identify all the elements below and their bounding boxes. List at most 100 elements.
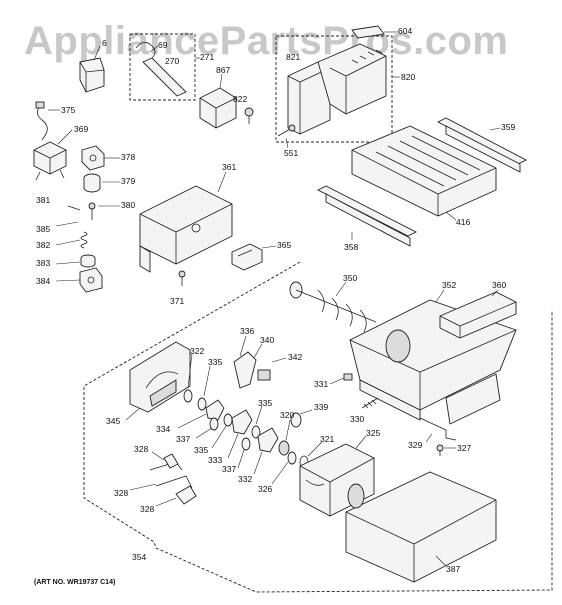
label-335b: 335 xyxy=(194,445,208,455)
label-384: 384 xyxy=(36,276,50,286)
leader-336 xyxy=(239,335,247,357)
label-358: 358 xyxy=(344,242,358,252)
label-6: 6 xyxy=(102,38,107,48)
label-333: 333 xyxy=(208,455,222,465)
label-350: 350 xyxy=(343,273,357,283)
label-331: 331 xyxy=(314,379,328,389)
part-822-screw xyxy=(244,107,254,124)
dispenser-assembly-outline xyxy=(83,261,553,593)
leader-416 xyxy=(445,211,457,221)
leader-335a xyxy=(203,365,211,397)
label-379: 379 xyxy=(121,176,135,186)
label-335c: 335 xyxy=(258,398,272,408)
part-369-solenoid xyxy=(33,141,67,181)
part-361-auger-motor-bracket xyxy=(139,185,233,273)
label-387: 387 xyxy=(446,564,460,574)
leader-340 xyxy=(253,343,263,359)
leader-352 xyxy=(435,289,445,303)
part-337-blade-b xyxy=(241,437,251,451)
label-354: 354 xyxy=(132,552,146,562)
label-270: 270 xyxy=(165,56,179,66)
part-337-blade-a xyxy=(209,417,219,431)
part-381-pin xyxy=(67,205,81,211)
label-822: 822 xyxy=(233,94,247,104)
part-327-screw xyxy=(436,444,444,456)
label-328b: 328 xyxy=(114,488,128,498)
leader-382 xyxy=(55,239,81,246)
label-820: 820 xyxy=(401,72,415,82)
label-380: 380 xyxy=(121,200,135,210)
label-335a: 335 xyxy=(208,357,222,367)
leader-350 xyxy=(335,281,347,297)
part-339-bushing xyxy=(290,412,302,428)
leader-342 xyxy=(271,357,287,363)
label-334: 334 xyxy=(156,424,170,434)
label-328a: 328 xyxy=(134,444,148,454)
label-322: 322 xyxy=(190,346,204,356)
leader-328c xyxy=(155,497,177,507)
leader-6 xyxy=(93,45,101,61)
label-551: 551 xyxy=(284,148,298,158)
label-325: 325 xyxy=(366,428,380,438)
leader-365 xyxy=(261,245,277,249)
leader-322 xyxy=(187,353,193,389)
part-379-plunger xyxy=(83,173,101,193)
leader-335b xyxy=(211,425,227,449)
part-378-coil xyxy=(81,145,105,171)
part-322-washer xyxy=(183,389,193,403)
label-336: 336 xyxy=(240,326,254,336)
part-387-dispenser-cover xyxy=(345,471,497,583)
part-365-bracket xyxy=(231,243,263,271)
part-382-spring xyxy=(80,231,88,249)
part-330-shaft xyxy=(361,397,379,409)
label-328c: 328 xyxy=(140,504,154,514)
leader-551 xyxy=(285,137,289,149)
part-329-rod xyxy=(419,417,457,441)
leader-337b xyxy=(237,449,245,469)
label-321: 321 xyxy=(320,434,334,444)
leader-384 xyxy=(55,279,81,282)
part-358-rail xyxy=(317,185,417,247)
part-820-icemaker-assembly xyxy=(275,25,393,143)
part-380-screw xyxy=(88,202,96,220)
part-359-rail xyxy=(437,117,527,173)
leader-328b xyxy=(129,483,157,491)
part-551-screw xyxy=(277,124,296,137)
label-385: 385 xyxy=(36,224,50,234)
leader-331 xyxy=(329,377,345,385)
leader-320 xyxy=(285,419,291,441)
label-369: 369 xyxy=(74,124,88,134)
label-365: 365 xyxy=(277,240,291,250)
leader-339 xyxy=(299,409,313,415)
leader-361 xyxy=(217,171,227,193)
label-352: 352 xyxy=(442,280,456,290)
label-382: 382 xyxy=(36,240,50,250)
label-345: 345 xyxy=(106,416,120,426)
label-320: 320 xyxy=(280,410,294,420)
label-271: 271 xyxy=(200,52,214,62)
label-375: 375 xyxy=(61,105,75,115)
part-335-spacer-c xyxy=(251,425,261,439)
leader-360 xyxy=(491,289,499,297)
art-number-text: (ART NO. WR19737 C14) xyxy=(34,579,115,586)
part-332-blade xyxy=(257,427,279,453)
label-69: 69 xyxy=(158,40,168,50)
part-335-spacer-a xyxy=(197,397,207,411)
label-330: 330 xyxy=(350,414,364,424)
label-381: 381 xyxy=(36,195,50,205)
label-378: 378 xyxy=(121,152,135,162)
label-326: 326 xyxy=(258,484,272,494)
part-6-bracket xyxy=(79,57,105,93)
part-342-blade-assembly xyxy=(233,351,271,389)
part-867-tray xyxy=(199,87,237,129)
label-339: 339 xyxy=(314,402,328,412)
watermark-text: AppliancePartsPros.com xyxy=(24,19,509,63)
leader-334 xyxy=(177,413,207,429)
leader-385 xyxy=(55,221,79,227)
leader-359 xyxy=(489,127,501,131)
leader-328a xyxy=(151,451,165,461)
part-345-housing xyxy=(129,341,191,413)
leader-369 xyxy=(57,129,73,145)
label-867: 867 xyxy=(216,65,230,75)
